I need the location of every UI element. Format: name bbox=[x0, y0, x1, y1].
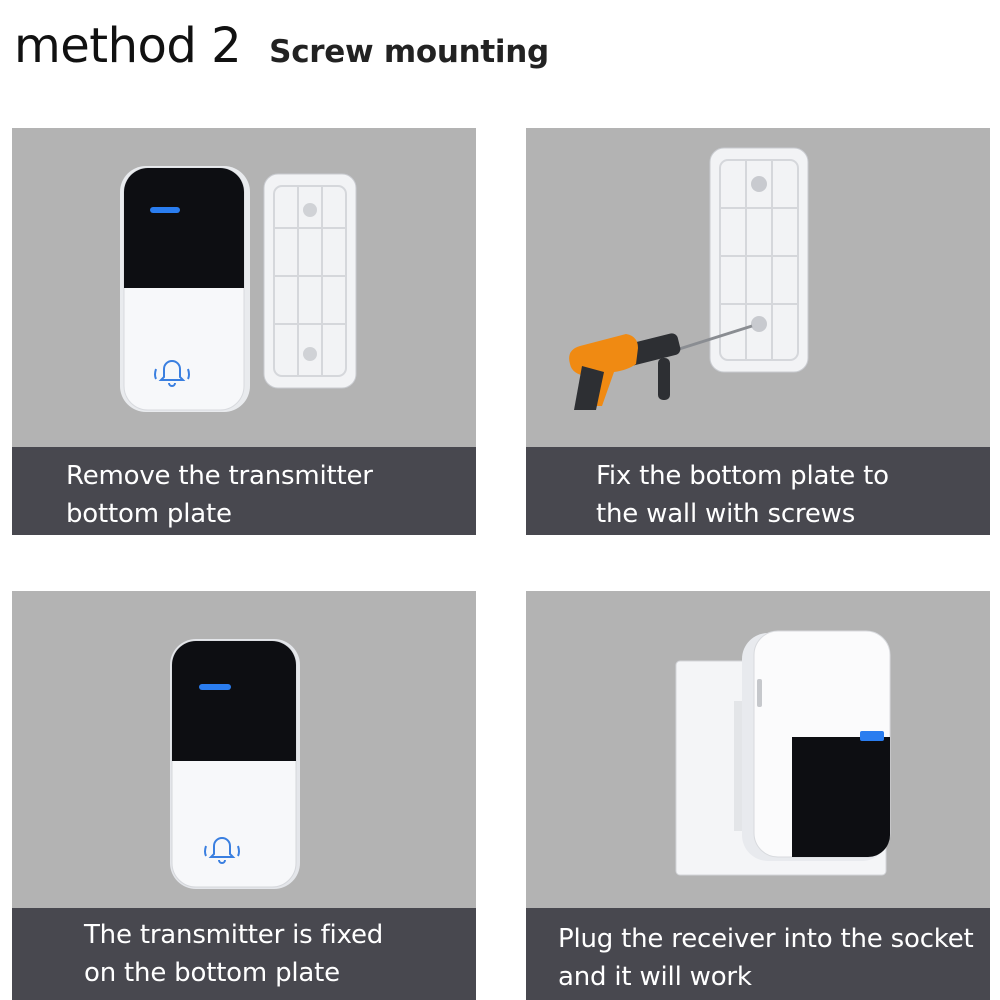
step-caption: Remove the transmitter bottom plate bbox=[12, 447, 476, 535]
doorbell-transmitter bbox=[120, 166, 250, 412]
page-title: method 2 bbox=[14, 18, 242, 74]
receiver-illustration bbox=[675, 630, 891, 876]
bell-icon bbox=[204, 837, 240, 864]
doorbell-receiver bbox=[742, 630, 891, 861]
step-caption: Fix the bottom plate to the wall with sc… bbox=[526, 447, 990, 535]
page-subtitle: Screw mounting bbox=[269, 34, 549, 70]
mounting-plate bbox=[263, 173, 357, 389]
step-panel-plug-receiver: Plug the receiver into the socket and it… bbox=[526, 591, 990, 1000]
drill-and-plate-illustration bbox=[569, 147, 809, 410]
power-drill bbox=[569, 324, 753, 410]
step-panel-fix-plate: Fix the bottom plate to the wall with sc… bbox=[526, 128, 990, 535]
transmitter-and-plate-illustration bbox=[120, 166, 357, 412]
step-panel-transmitter-fixed: The transmitter is fixed on the bottom p… bbox=[12, 591, 476, 1000]
step-caption: The transmitter is fixed on the bottom p… bbox=[12, 908, 476, 1000]
step-panel-remove-plate: Remove the transmitter bottom plate bbox=[12, 128, 476, 535]
transmitter-illustration bbox=[170, 639, 300, 889]
doorbell-transmitter bbox=[170, 639, 300, 889]
bell-icon bbox=[154, 360, 190, 387]
page-header: method 2 Screw mounting bbox=[14, 18, 549, 74]
mounting-plate bbox=[709, 147, 809, 373]
step-caption: Plug the receiver into the socket and it… bbox=[526, 908, 990, 1000]
